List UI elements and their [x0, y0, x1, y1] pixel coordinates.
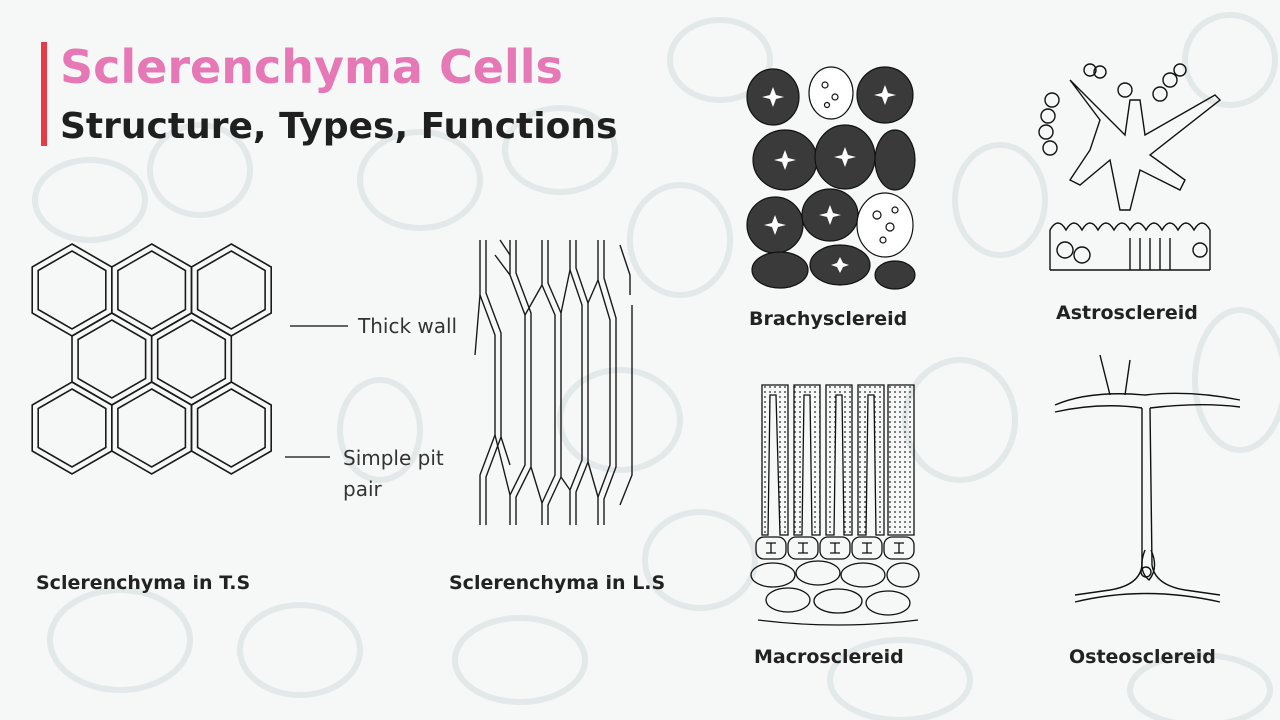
- ts-cell-wall: [190, 243, 272, 337]
- ts-caption: Sclerenchyma in T.S: [36, 572, 251, 594]
- osteosclereid-illustration: [1054, 354, 1241, 603]
- ts-cell-wall: [190, 381, 272, 475]
- ts-cell-wall: [77, 319, 147, 399]
- ts-cell-wall: [37, 388, 107, 468]
- osteosclereid-caption: Osteosclereid: [1069, 646, 1216, 668]
- ts-cell-wall: [31, 381, 113, 475]
- ts-cell-wall: [117, 388, 187, 468]
- page-title: Sclerenchyma Cells: [60, 40, 563, 94]
- ts-cell-wall: [111, 243, 193, 337]
- ts-cell-wall: [31, 243, 113, 337]
- macrosclereid-illustration: [750, 384, 920, 626]
- title-accent-bar: [41, 42, 47, 146]
- thick-wall-label: Thick wall: [358, 314, 458, 338]
- simple-pit-pair-label-line1: Simple pit: [343, 446, 444, 470]
- ts-cell-wall: [37, 250, 107, 330]
- ts-cell-wall: [196, 388, 266, 468]
- ls-fibers-diagram: [474, 239, 633, 525]
- ts-cell-wall: [196, 250, 266, 330]
- ts-cell-wall: [117, 250, 187, 330]
- simple-pit-pair-label-line2: pair: [343, 477, 382, 501]
- astrosclereid-caption: Astrosclereid: [1056, 302, 1198, 324]
- macrosclereid-caption: Macrosclereid: [754, 646, 904, 668]
- ls-caption: Sclerenchyma in L.S: [449, 572, 666, 594]
- astrosclereid-illustration: [1038, 63, 1222, 271]
- ts-cell-wall: [111, 381, 193, 475]
- brachysclereid-caption: Brachysclereid: [749, 308, 908, 330]
- ts-cell-wall: [150, 312, 233, 406]
- ts-cell-wall: [156, 319, 227, 399]
- ts-cell-wall: [71, 312, 153, 406]
- page-subtitle: Structure, Types, Functions: [60, 106, 618, 147]
- brachysclereid-illustration: [746, 66, 916, 290]
